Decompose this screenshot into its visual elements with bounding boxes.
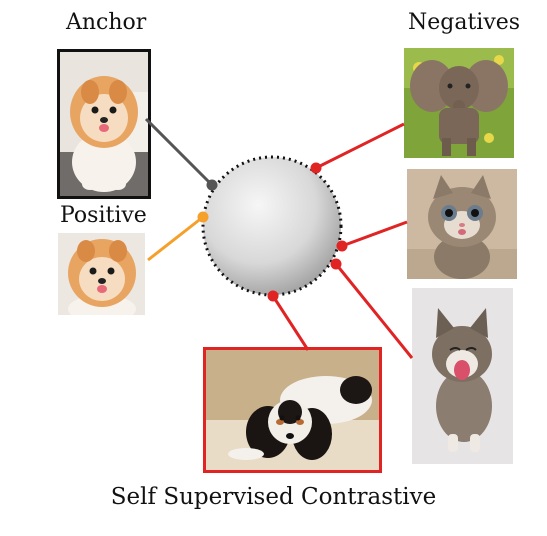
anchor-label: Anchor: [66, 10, 147, 35]
diagram-caption: Self Supervised Contrastive: [110, 484, 437, 510]
negative-image-yawning-kitten: [412, 288, 513, 464]
negative-embedding-dot: [336, 240, 348, 252]
negatives-label: Negatives: [408, 10, 521, 35]
spaniel-image: [206, 350, 379, 470]
positive-label: Positive: [60, 203, 147, 228]
negative-link-line: [271, 295, 310, 351]
embedding-sphere: [201, 155, 343, 297]
elephant-image: [404, 48, 514, 158]
negative-image-elephant: [404, 48, 514, 158]
kitten-image: [412, 288, 513, 464]
anchor-link-line: [144, 117, 214, 187]
negative-link-line: [315, 122, 405, 170]
negative-image-spaniel: [203, 347, 382, 473]
negative-link-line: [334, 263, 414, 359]
pomeranian-image: [58, 233, 145, 315]
kitten-image: [407, 169, 517, 279]
positive-link-line: [147, 215, 204, 262]
anchor-embedding-dot: [206, 179, 218, 191]
negative-embedding-dot: [310, 162, 322, 174]
negative-embedding-dot: [330, 258, 342, 270]
negative-embedding-dot: [267, 290, 279, 302]
positive-image: [58, 233, 145, 315]
positive-embedding-dot: [197, 211, 209, 223]
negative-link-line: [341, 220, 408, 248]
pomeranian-image: [60, 52, 148, 196]
negative-image-kitten: [407, 169, 517, 279]
